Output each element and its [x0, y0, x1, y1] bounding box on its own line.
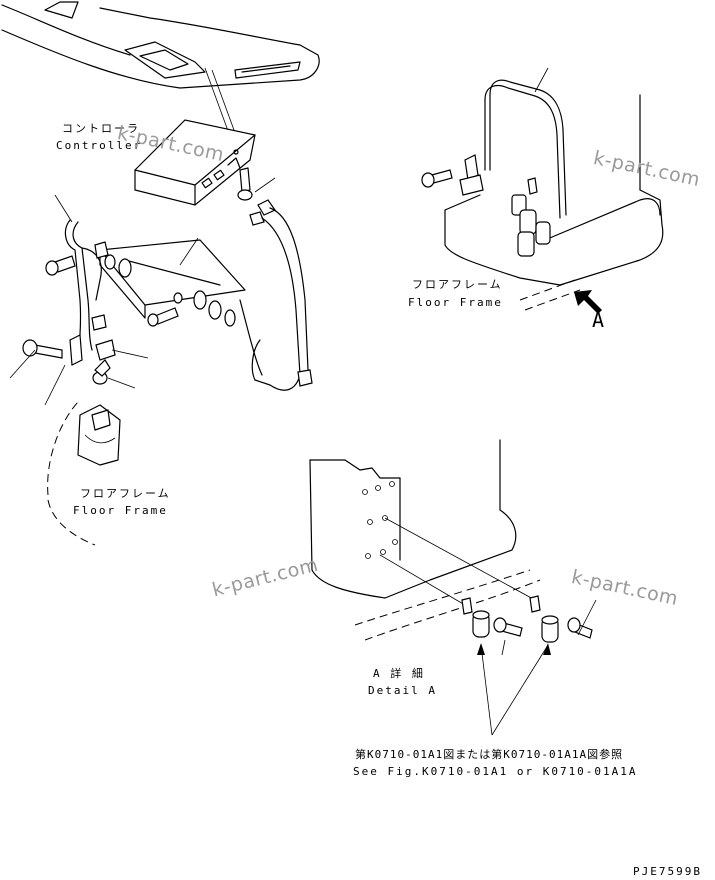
detail-a-leader-lines — [379, 517, 536, 609]
detail-a-frame — [309, 439, 541, 641]
floor-frame-left — [47, 399, 121, 546]
drawing-code: PJE7599B — [633, 865, 702, 878]
wire-harness-left — [54, 194, 149, 366]
detail-a-parts — [461, 595, 597, 656]
reference-arrows — [477, 643, 551, 736]
controller-bolt — [237, 167, 276, 201]
view-arrow-letter: A — [592, 308, 605, 332]
detail-a-label-en: Detail A — [368, 684, 437, 697]
floor-frame-label-en-top: Floor Frame — [408, 296, 503, 309]
harness-right — [239, 199, 313, 391]
floor-frame-label-en-left: Floor Frame — [73, 504, 168, 517]
see-figure-note-en: See Fig.K0710-01A1 or K0710-01A1A — [353, 765, 638, 778]
floor-frame-label-jp-left: フロアフレーム — [80, 487, 171, 500]
detail-a-label-jp: A 詳 細 — [373, 667, 425, 680]
dash-panel — [1, 1, 320, 161]
view-arrow — [574, 290, 602, 314]
see-figure-note-jp: 第K0710-01A1図または第K0710-01A1A図参照 — [355, 748, 624, 761]
floor-frame-label-jp-top: フロアフレーム — [412, 278, 503, 291]
controller-label-en: Controller — [56, 139, 143, 152]
mounting-bracket — [99, 237, 246, 327]
bolts-left — [9, 255, 179, 406]
handrail — [484, 67, 567, 219]
controller-label-jp: コントローラ — [62, 122, 140, 135]
floor-frame-top-right — [444, 94, 664, 311]
handrail-fittings — [421, 154, 551, 257]
controller-box — [134, 119, 256, 206]
